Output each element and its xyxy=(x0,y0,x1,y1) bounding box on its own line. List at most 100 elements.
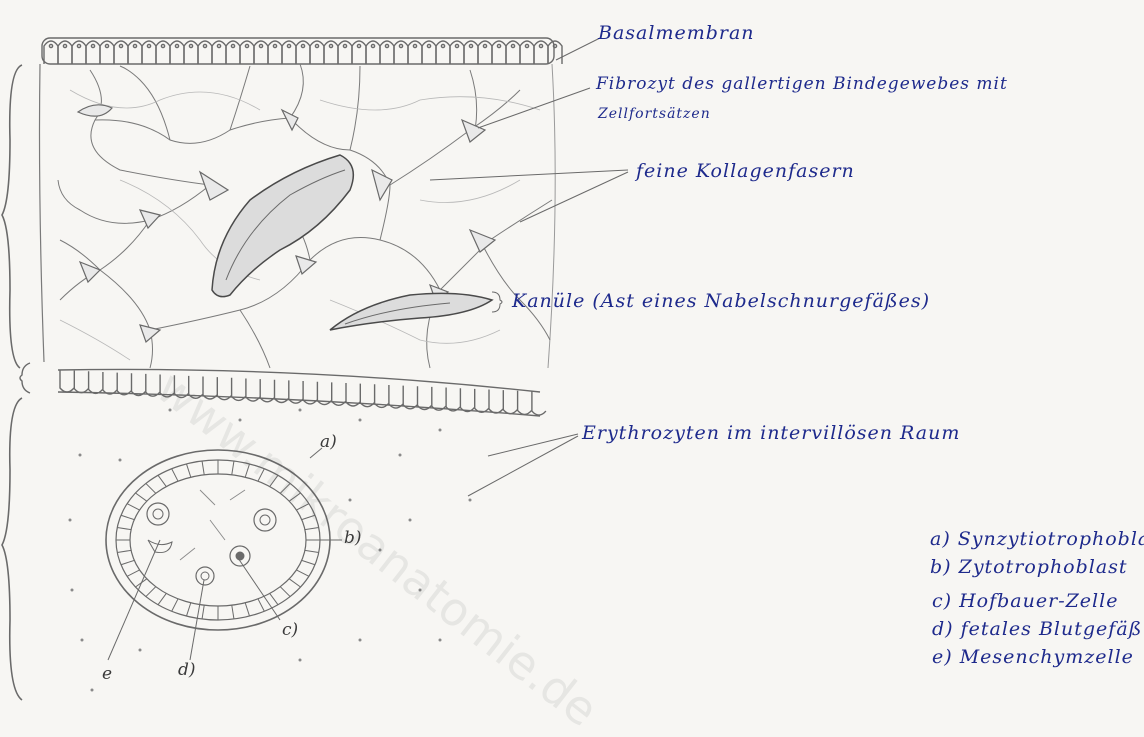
cytotrophoblast-cell xyxy=(202,461,204,475)
cytotrophoblast-cell xyxy=(270,593,278,604)
erythrocyte-dot xyxy=(299,409,302,412)
erythrocyte-dot xyxy=(439,429,442,432)
cell-nucleus xyxy=(357,44,360,47)
legend-item: a) Synzytiotrophoblast xyxy=(930,528,1144,550)
brace-lower xyxy=(2,398,22,700)
cytotrophoblast-cell xyxy=(172,599,178,611)
epithelial-cell xyxy=(432,387,446,410)
cell-nucleus xyxy=(217,44,220,47)
letter-e: e xyxy=(102,664,112,684)
stroma-right-edge xyxy=(548,64,555,368)
cytotrophoblast-cell xyxy=(302,560,315,564)
letter-c: c) xyxy=(282,620,298,640)
label-basalmembran: Basalmembran xyxy=(598,22,755,44)
epithelial-cell xyxy=(418,386,432,409)
cytotrophoblast-cell xyxy=(117,550,131,552)
cytotrophoblast-cell xyxy=(289,579,300,587)
epithelial-cell xyxy=(117,373,131,395)
epithelial-cell xyxy=(532,391,546,415)
cell-nucleus xyxy=(105,44,108,47)
cytotrophoblast-cell xyxy=(127,504,139,510)
cell-nucleus xyxy=(469,44,472,47)
cell-nucleus xyxy=(427,44,430,47)
drawing-stage: Basalmembran Fibrozyt des gallertigen Bi… xyxy=(0,0,1144,704)
cell-nucleus xyxy=(413,44,416,47)
epithelial-cell xyxy=(503,390,517,414)
cell-nucleus xyxy=(91,44,94,47)
bottom-epithelium xyxy=(58,369,546,416)
erythrocyte-dot xyxy=(399,454,402,457)
cell-nucleus xyxy=(483,44,486,47)
brace-upper xyxy=(2,65,22,368)
epithelial-cell xyxy=(74,371,88,393)
pointer-fibrozyt xyxy=(478,88,590,128)
erythrocyte-dot xyxy=(359,419,362,422)
cell-nucleus xyxy=(133,44,136,47)
epithelial-cell xyxy=(89,371,103,393)
erythrocyte-dot xyxy=(119,459,122,462)
cytotrophoblast-cell xyxy=(172,469,178,481)
cell-nucleus xyxy=(77,44,80,47)
cell-nucleus xyxy=(315,44,318,47)
cytotrophoblast-cell xyxy=(146,587,156,597)
top-epithelium xyxy=(42,38,562,64)
pointer-erythrozyten-1 xyxy=(488,434,578,456)
label-fibrozyt: Fibrozyt des gallertigen Bindegewebes mi… xyxy=(596,74,1008,94)
cell-nucleus xyxy=(301,44,304,47)
epithelial-cell xyxy=(460,388,474,411)
cell-nucleus xyxy=(203,44,206,47)
cytotrophoblast-cell xyxy=(127,570,139,576)
pointer-d xyxy=(190,580,204,660)
cytotrophoblast-cell xyxy=(186,603,190,616)
erythrocyte-dot xyxy=(79,454,82,457)
cell-nucleus xyxy=(511,44,514,47)
cell-nucleus xyxy=(343,44,346,47)
epithelial-cell xyxy=(475,389,489,412)
pointer-e xyxy=(108,540,160,660)
cell-nucleus xyxy=(455,44,458,47)
pointer-kollagen-1 xyxy=(430,170,628,180)
cell-nucleus xyxy=(497,44,500,47)
cytotrophoblast-cell xyxy=(121,560,134,564)
cytotrophoblast-cell xyxy=(121,515,134,519)
epithelial-cell xyxy=(103,372,117,394)
cytotrophoblast-cell xyxy=(186,464,190,477)
cell-nucleus xyxy=(539,44,542,47)
cytotrophoblast-cell xyxy=(232,605,234,619)
cell-nucleus xyxy=(399,44,402,47)
cell-nucleus xyxy=(371,44,374,47)
label-kanule: Kanüle (Ast eines Nabelschnurgefäßes) xyxy=(512,290,930,312)
kanule-brace xyxy=(492,292,502,312)
erythrocyte-dot xyxy=(439,639,442,642)
legend-item: c) Hofbauer-Zelle xyxy=(932,590,1118,612)
erythrocyte-dot xyxy=(469,499,472,502)
erythrocyte-dot xyxy=(409,519,412,522)
cytotrophoblast-cell xyxy=(245,603,249,616)
brace-small xyxy=(20,363,30,393)
legend-item: e) Mesenchymzelle xyxy=(932,646,1134,668)
legend-item: b) Zytotrophoblast xyxy=(930,556,1128,578)
epithelial-cell xyxy=(60,370,74,392)
erythrocyte-dot xyxy=(91,689,94,692)
cytotrophoblast-cell xyxy=(135,493,146,501)
pointer-kollagen-2 xyxy=(520,172,628,222)
letter-a: a) xyxy=(320,432,337,452)
erythrocyte-dot xyxy=(359,639,362,642)
erythrocyte-dot xyxy=(69,519,72,522)
letter-d: d) xyxy=(178,660,196,680)
pointer-c xyxy=(238,558,280,620)
cell-nucleus xyxy=(147,44,150,47)
cell-nucleus xyxy=(119,44,122,47)
cell-nucleus xyxy=(273,44,276,47)
epithelial-cell xyxy=(132,373,146,395)
pointer-erythrozyten-2 xyxy=(468,436,578,496)
cell-nucleus xyxy=(553,44,556,47)
cell-nucleus xyxy=(385,44,388,47)
epithelial-cell xyxy=(518,391,532,415)
cytotrophoblast-cell xyxy=(258,599,264,611)
cytotrophoblast-cell xyxy=(146,483,156,493)
cytotrophoblast-cell xyxy=(296,570,308,576)
cytotrophoblast-cell xyxy=(305,550,319,552)
cell-nucleus xyxy=(525,44,528,47)
cell-nucleus xyxy=(259,44,262,47)
